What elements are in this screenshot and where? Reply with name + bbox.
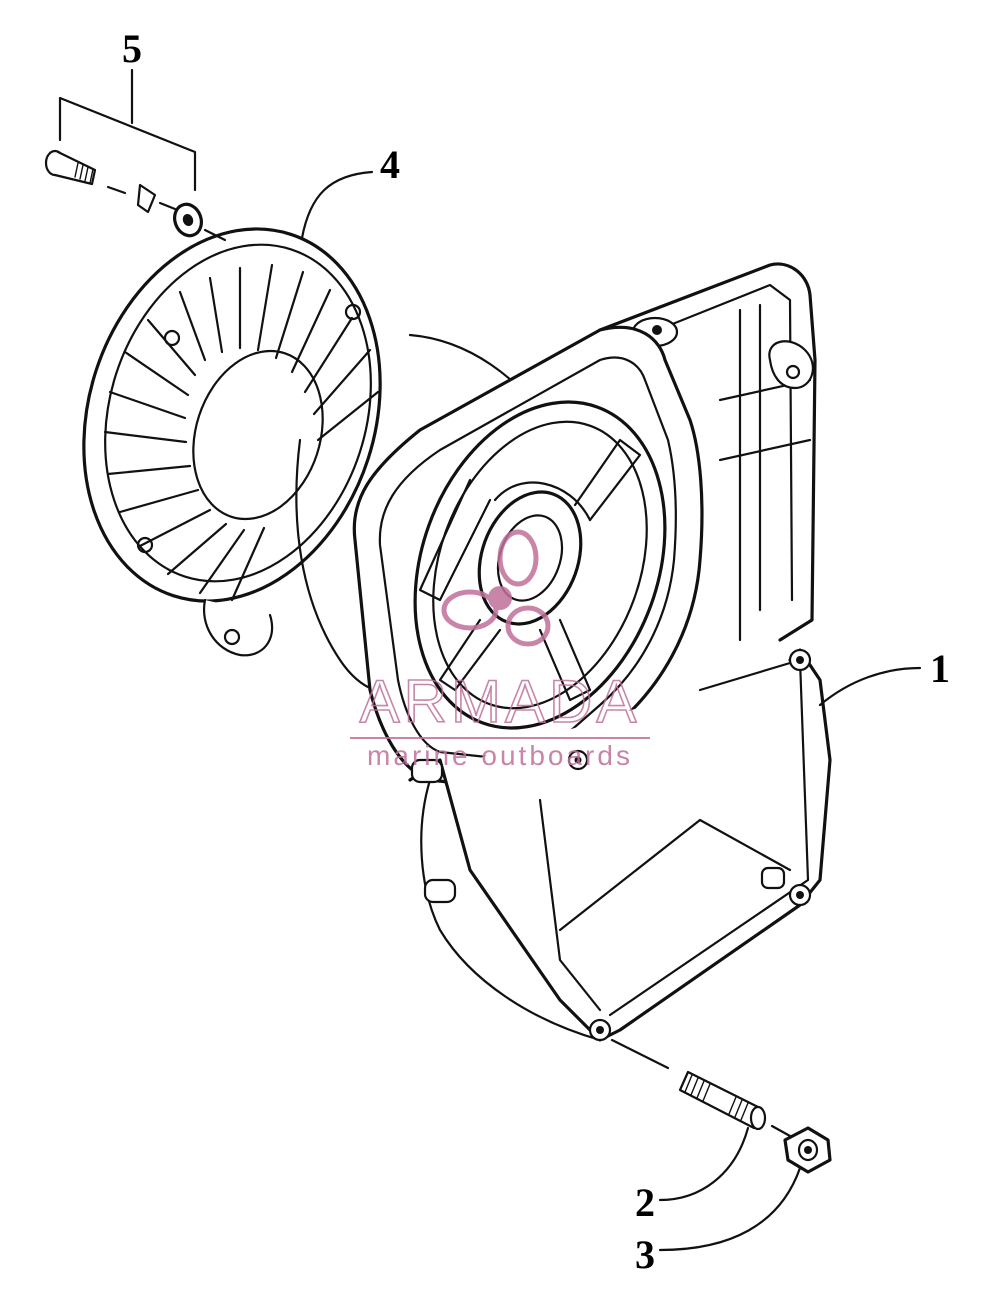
part-4-fan-cover bbox=[82, 227, 547, 695]
callout-5: 5 bbox=[122, 26, 142, 71]
callout-3: 3 bbox=[635, 1232, 655, 1277]
callout-4: 4 bbox=[380, 142, 400, 187]
watermark-tagline: marine outboards bbox=[367, 740, 633, 771]
leader-4 bbox=[300, 170, 374, 240]
part-5-screw-set bbox=[44, 68, 227, 242]
leader-1 bbox=[818, 666, 922, 707]
watermark-brand: ARMADA bbox=[360, 668, 641, 735]
leader-3 bbox=[658, 1166, 802, 1252]
armada-watermark: ARMADA marine outboards bbox=[350, 529, 650, 771]
leader-2 bbox=[658, 1126, 750, 1202]
part-2-stud bbox=[610, 1038, 792, 1138]
propeller-logo-icon bbox=[441, 529, 551, 647]
leader-lines bbox=[300, 170, 922, 1252]
callout-2: 2 bbox=[635, 1180, 655, 1225]
callout-1: 1 bbox=[930, 646, 950, 691]
part-1-housing bbox=[352, 262, 832, 1042]
part-3-nut bbox=[783, 1126, 832, 1174]
